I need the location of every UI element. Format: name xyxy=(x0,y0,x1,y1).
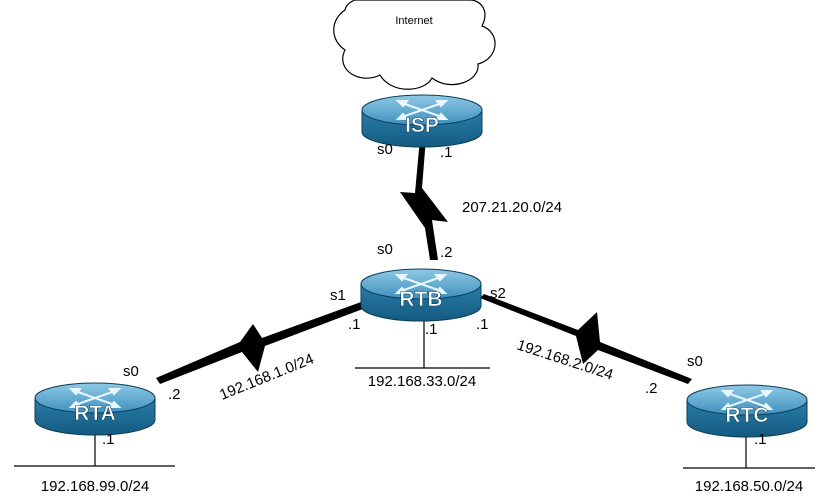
isp-host-label: .1 xyxy=(440,144,453,161)
router-rtc[interactable]: RTC xyxy=(686,384,808,438)
rtb-s0-port-label: s0 xyxy=(377,241,393,258)
internet-cloud: Internet xyxy=(333,0,496,90)
rtb-lan-network-label: 192.168.33.0/24 xyxy=(368,373,476,390)
rtb-s2-host-label: .1 xyxy=(476,316,489,333)
router-isp[interactable]: ISP xyxy=(361,94,483,148)
rtb-lan-host-label: .1 xyxy=(425,321,438,338)
rtc-lan-network-label: 192.168.50.0/24 xyxy=(695,478,803,495)
rtb-s2-port-label: s2 xyxy=(490,285,506,302)
rta-lan-network-label: 192.168.99.0/24 xyxy=(41,478,149,495)
rtc-s0-host-label: .2 xyxy=(645,380,658,397)
rtb-s0-host-label: .2 xyxy=(440,244,453,261)
router-rta-label: RTA xyxy=(74,402,116,425)
serial-link-isp-rtb xyxy=(400,138,448,260)
internet-label: Internet xyxy=(395,15,432,27)
isp-port-label: s0 xyxy=(377,141,393,158)
router-rtc-label: RTC xyxy=(725,404,768,427)
isp-rtb-network-label: 207.21.20.0/24 xyxy=(462,199,562,216)
rtc-s0-port-label: s0 xyxy=(687,353,703,370)
rtb-s1-host-label: .1 xyxy=(348,316,361,333)
rta-lan-host-label: .1 xyxy=(102,431,115,448)
router-rtb[interactable]: RTB xyxy=(360,268,482,322)
serial-link-rtb-rtc xyxy=(480,294,692,384)
router-rta[interactable]: RTA xyxy=(34,382,156,436)
router-isp-label: ISP xyxy=(405,114,439,137)
rta-s0-port-label: s0 xyxy=(123,363,139,380)
serial-link-rtb-rta xyxy=(156,298,376,384)
rtb-s1-port-label: s1 xyxy=(330,287,346,304)
rtc-lan-host-label: .1 xyxy=(754,431,767,448)
router-rtb-label: RTB xyxy=(399,288,442,311)
rtb-rta-network-label: 192.168.1.0/24 xyxy=(217,350,316,403)
rta-s0-host-label: .2 xyxy=(168,386,181,403)
